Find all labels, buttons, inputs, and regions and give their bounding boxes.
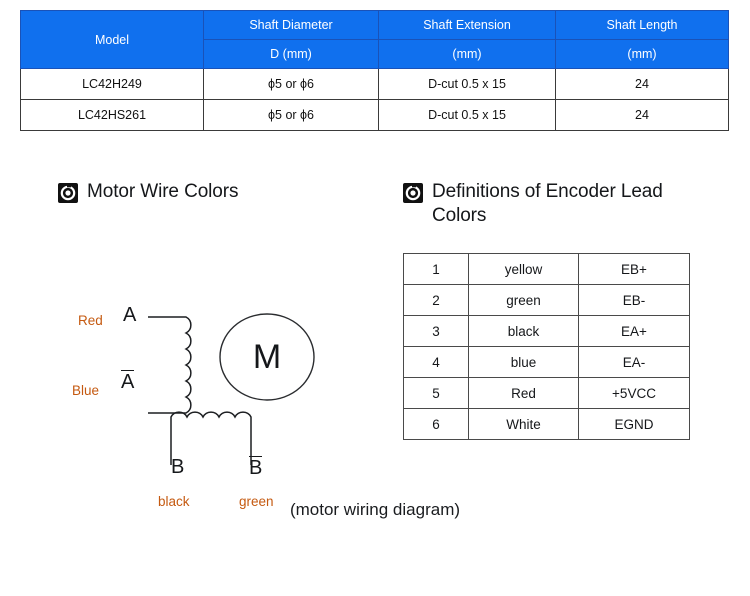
- wire-label-blue: Blue: [72, 383, 100, 398]
- table-row: 2 green EB-: [403, 284, 690, 316]
- encoder-cell-signal: EGND: [578, 408, 690, 440]
- diagram-area: Motor Wire Colors Red Blue black green A…: [0, 160, 750, 596]
- encoder-cell-color: blue: [468, 346, 579, 378]
- table-row: 3 black EA+: [403, 315, 690, 347]
- motor-wiring-diagram: Red Blue black green A A B B M: [58, 232, 358, 532]
- table-row: LC42HS261 ϕ5 or ϕ6 D-cut 0.5 x 15 24: [20, 99, 729, 131]
- spec-header-shaft-extension: Shaft Extension: [378, 10, 556, 40]
- encoder-cell-signal: EB-: [578, 284, 690, 316]
- phase-b-coil-icon: [170, 411, 252, 465]
- table-row: 4 blue EA-: [403, 346, 690, 378]
- table-row: 6 White EGND: [403, 408, 690, 440]
- phase-a-coil-icon: [148, 316, 192, 414]
- spec-header-model: Model: [20, 10, 204, 69]
- spec-header-length-unit: (mm): [555, 39, 729, 69]
- spec-cell-model: LC42HS261: [20, 99, 204, 131]
- spec-cell-extension: D-cut 0.5 x 15: [378, 68, 556, 100]
- shaft-specification-table: Model Shaft Diameter Shaft Extension Sha…: [20, 10, 729, 131]
- spec-cell-diameter: ϕ5 or ϕ6: [203, 68, 379, 100]
- terminal-label-b-bar: B: [249, 456, 263, 480]
- encoder-cell-color: White: [468, 408, 579, 440]
- spec-header-shaft-diameter: Shaft Diameter: [203, 10, 379, 40]
- spec-header-shaft-length: Shaft Length: [555, 10, 729, 40]
- encoder-cell-color: black: [468, 315, 579, 347]
- encoder-cell-no: 6: [403, 408, 469, 440]
- encoder-lead-colors-heading: Definitions of Encoder Lead Colors: [403, 180, 703, 228]
- bullseye-icon: [403, 183, 423, 203]
- terminal-label-a: A: [123, 304, 137, 326]
- motor-wire-colors-heading: Motor Wire Colors: [58, 180, 358, 204]
- encoder-lead-table: 1 yellow EB+ 2 green EB- 3 black EA+ 4 b…: [403, 253, 690, 440]
- encoder-section-title: Definitions of Encoder Lead Colors: [432, 181, 663, 226]
- spec-cell-diameter: ϕ5 or ϕ6: [203, 99, 379, 131]
- encoder-cell-no: 3: [403, 315, 469, 347]
- diagram-caption: (motor wiring diagram): [289, 500, 461, 519]
- encoder-cell-signal: EA+: [578, 315, 690, 347]
- spec-cell-length: 24: [555, 68, 729, 100]
- spec-header-extension-unit: (mm): [378, 39, 556, 69]
- spec-cell-length: 24: [555, 99, 729, 131]
- terminal-label-a-bar: A: [121, 370, 135, 394]
- encoder-cell-signal: EA-: [578, 346, 690, 378]
- spec-cell-extension: D-cut 0.5 x 15: [378, 99, 556, 131]
- table-row: LC42H249 ϕ5 or ϕ6 D-cut 0.5 x 15 24: [20, 68, 729, 100]
- motor-symbol-circle-icon: [219, 313, 315, 401]
- encoder-cell-no: 1: [403, 253, 469, 285]
- spec-cell-model: LC42H249: [20, 68, 204, 100]
- encoder-cell-color: yellow: [468, 253, 579, 285]
- spec-header-row-units: D (mm) (mm) (mm): [21, 39, 729, 69]
- encoder-cell-no: 4: [403, 346, 469, 378]
- encoder-cell-color: Red: [468, 377, 579, 409]
- wire-label-green: green: [239, 494, 274, 509]
- terminal-a-bar-text: A: [121, 370, 135, 393]
- wire-label-black: black: [158, 494, 190, 509]
- table-row: 5 Red +5VCC: [403, 377, 690, 409]
- encoder-cell-signal: +5VCC: [578, 377, 690, 409]
- spec-header-diameter-unit: D (mm): [203, 39, 379, 69]
- bullseye-icon: [58, 183, 78, 203]
- table-row: 1 yellow EB+: [403, 253, 690, 285]
- wire-label-red: Red: [78, 313, 103, 328]
- motor-symbol-letter: M: [252, 337, 282, 376]
- encoder-cell-no: 2: [403, 284, 469, 316]
- motor-section-title: Motor Wire Colors: [87, 181, 239, 202]
- terminal-b-bar-text: B: [249, 456, 263, 479]
- encoder-cell-no: 5: [403, 377, 469, 409]
- spec-header-row-primary: Model Shaft Diameter Shaft Extension Sha…: [20, 10, 729, 69]
- encoder-cell-color: green: [468, 284, 579, 316]
- encoder-cell-signal: EB+: [578, 253, 690, 285]
- terminal-label-b: B: [171, 456, 185, 478]
